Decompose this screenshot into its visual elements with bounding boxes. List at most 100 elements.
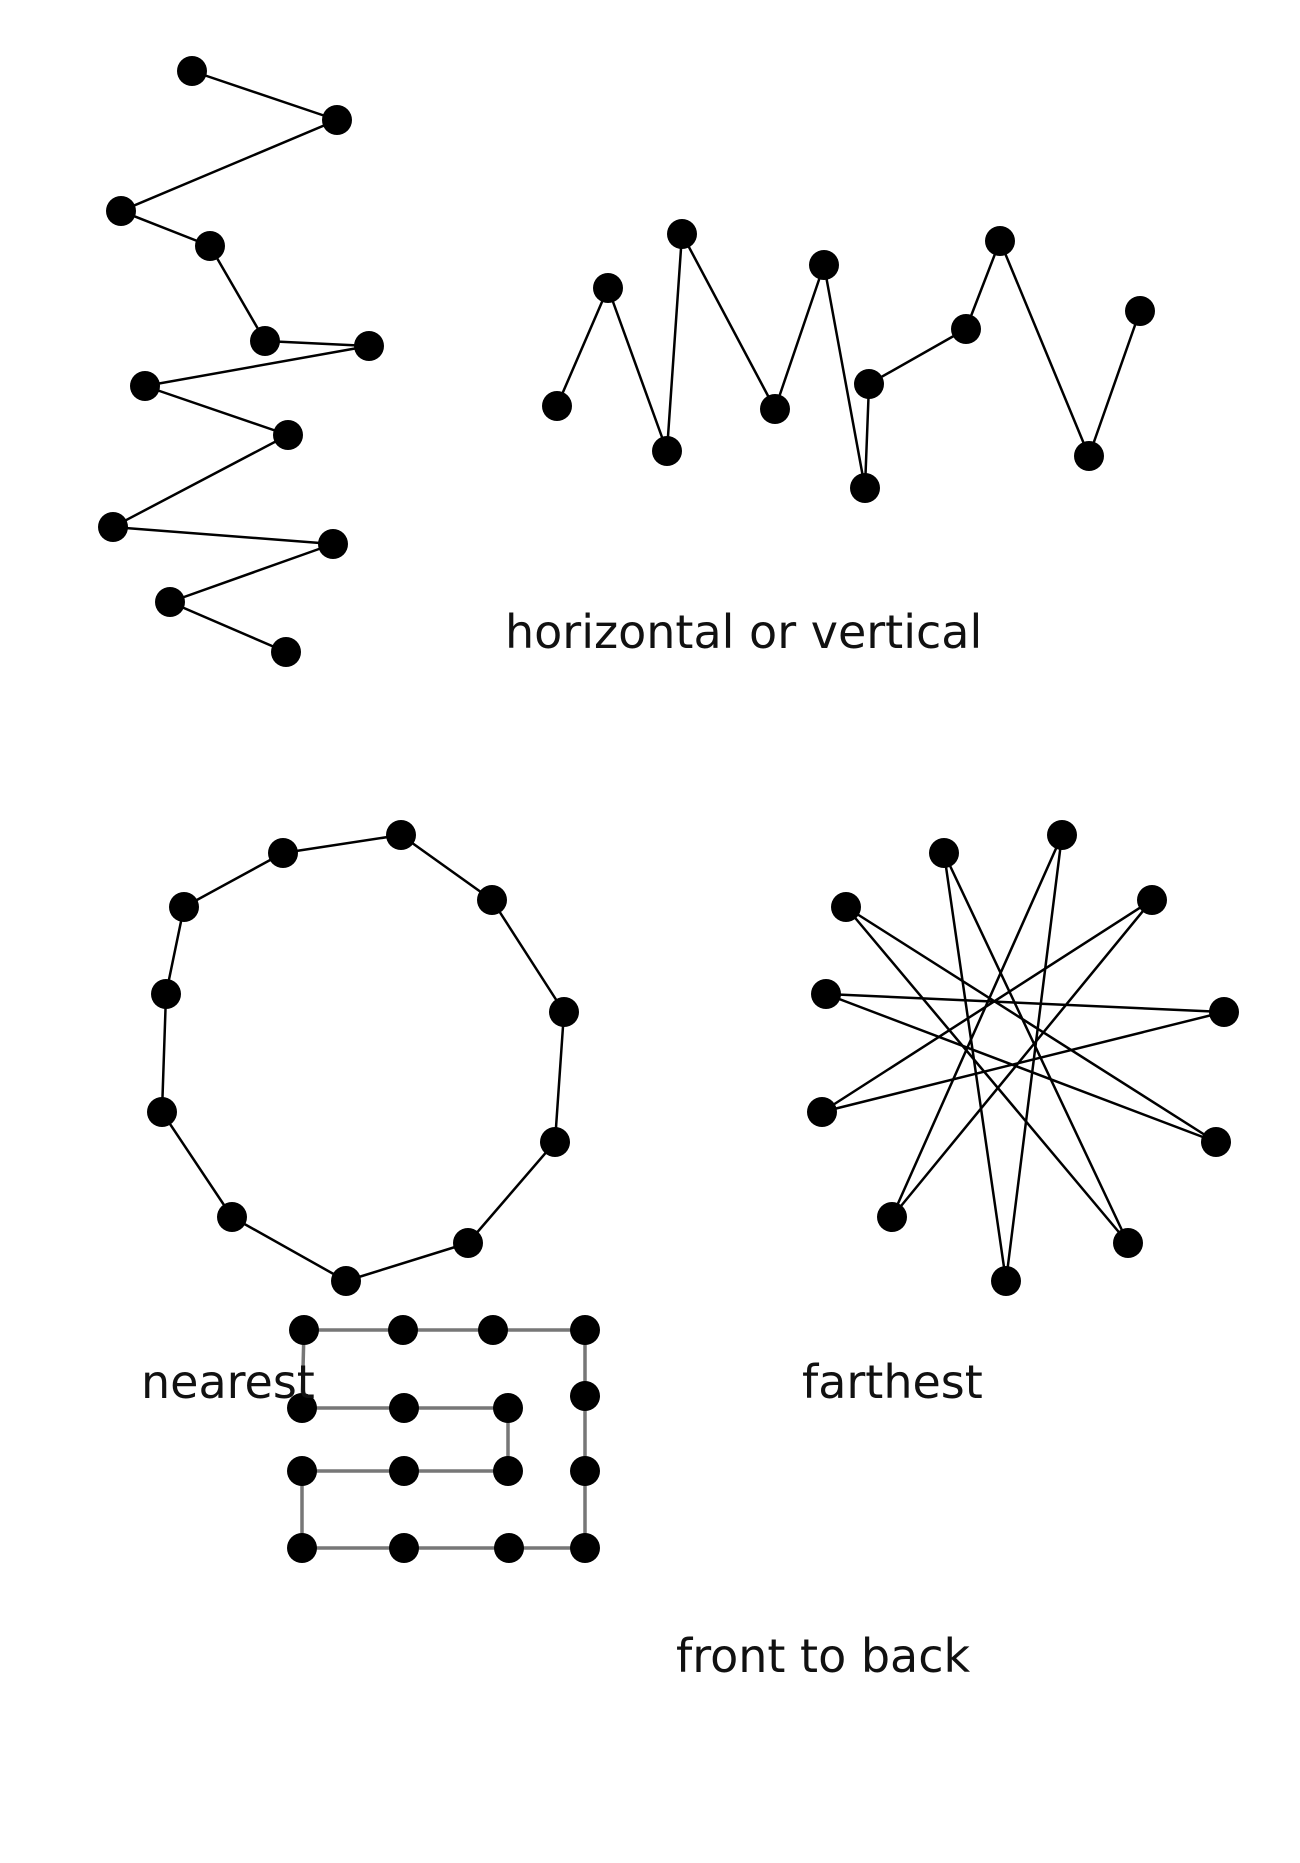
nearest-node: [453, 1228, 483, 1258]
horizontal-node: [542, 391, 572, 421]
horizontal-node: [854, 369, 884, 399]
grid-node: [389, 1456, 419, 1486]
horizontal-edge: [606, 286, 669, 453]
farthest-node: [1047, 820, 1077, 850]
grid-node: [493, 1456, 523, 1486]
grid-node: [388, 1315, 418, 1345]
vertical-edge: [190, 69, 339, 122]
nearest-node: [217, 1202, 247, 1232]
farthest-node: [1113, 1228, 1143, 1258]
farthest-node: [1137, 885, 1167, 915]
farthest-edge: [824, 992, 1226, 1014]
horizontal-zigzag-panel: [542, 219, 1155, 503]
vertical-node: [318, 529, 348, 559]
nearest-edge: [281, 833, 403, 855]
nearest-edge: [490, 898, 566, 1014]
vertical-edge: [119, 118, 339, 213]
horizontal-edge: [555, 286, 610, 408]
nearest-edge: [230, 1215, 348, 1283]
nearest-edge: [553, 1010, 566, 1144]
vertical-node: [155, 587, 185, 617]
horizontal-node: [850, 473, 880, 503]
grid-node: [570, 1315, 600, 1345]
vertical-node: [354, 331, 384, 361]
nearest-edge: [160, 1110, 234, 1219]
vertical-zigzag-panel: [98, 56, 384, 667]
horizontal-edge: [964, 239, 1002, 331]
grid-node: [570, 1533, 600, 1563]
nearest-node: [268, 838, 298, 868]
vertical-edge: [168, 542, 335, 604]
farthest-edge: [890, 898, 1154, 1219]
nearest-node: [169, 892, 199, 922]
grid-node: [494, 1533, 524, 1563]
farthest-edge: [824, 992, 1218, 1144]
vertical-node: [250, 326, 280, 356]
grid-node: [287, 1533, 317, 1563]
farthest-edge: [942, 851, 1130, 1245]
vertical-node: [271, 637, 301, 667]
farthest-node: [1209, 997, 1239, 1027]
grid-node: [287, 1456, 317, 1486]
vertical-edge: [143, 344, 371, 388]
vertical-edge: [208, 244, 267, 343]
vertical-node: [130, 371, 160, 401]
horizontal-node: [593, 273, 623, 303]
grid-node: [570, 1456, 600, 1486]
label-nearest: nearest: [141, 1355, 315, 1409]
vertical-node: [322, 105, 352, 135]
horizontal-node: [1074, 441, 1104, 471]
farthest-edge: [844, 905, 1130, 1245]
label-farthest: farthest: [802, 1355, 983, 1409]
grid-node: [570, 1381, 600, 1411]
horizontal-node: [652, 436, 682, 466]
vertical-edge: [168, 600, 288, 654]
horizontal-edge: [822, 263, 867, 490]
nearest-edge: [399, 833, 494, 902]
nearest-edge: [182, 851, 285, 909]
farthest-edge: [844, 905, 1218, 1144]
vertical-edge: [119, 209, 212, 248]
horizontal-edge: [773, 263, 826, 411]
farthest-node: [877, 1202, 907, 1232]
horizontal-node: [951, 314, 981, 344]
grid-node: [389, 1533, 419, 1563]
horizontal-node: [667, 219, 697, 249]
farthest-star-panel: [807, 820, 1239, 1296]
horizontal-node: [1125, 296, 1155, 326]
nearest-node: [151, 979, 181, 1009]
farthest-node: [831, 892, 861, 922]
horizontal-node: [760, 394, 790, 424]
grid-node: [289, 1315, 319, 1345]
grid-node: [287, 1393, 317, 1423]
nearest-edge: [160, 992, 168, 1114]
farthest-node: [991, 1266, 1021, 1296]
farthest-edge: [942, 851, 1008, 1283]
nearest-node: [549, 997, 579, 1027]
vertical-edge: [143, 384, 290, 437]
horizontal-node: [985, 226, 1015, 256]
horizontal-edge: [998, 239, 1091, 458]
front-to-back-grid-panel: [287, 1315, 600, 1563]
nearest-node: [147, 1097, 177, 1127]
nearest-node: [386, 820, 416, 850]
vertical-edge: [263, 339, 371, 348]
vertical-edge: [111, 433, 290, 529]
horizontal-edge: [863, 382, 871, 490]
label-front-to-back: front to back: [676, 1629, 971, 1683]
nearest-edge: [344, 1241, 470, 1283]
nearest-ring-panel: [147, 820, 579, 1296]
farthest-edge: [820, 1010, 1226, 1114]
vertical-node: [98, 512, 128, 542]
horizontal-edge: [1087, 309, 1142, 458]
farthest-node: [811, 979, 841, 1009]
horizontal-edge: [665, 232, 684, 453]
nearest-node: [477, 885, 507, 915]
vertical-node: [273, 420, 303, 450]
label-horizontal-or-vertical: horizontal or vertical: [505, 605, 982, 659]
horizontal-edge: [867, 327, 968, 386]
vertical-node: [106, 196, 136, 226]
farthest-node: [929, 838, 959, 868]
grid-node: [478, 1315, 508, 1345]
